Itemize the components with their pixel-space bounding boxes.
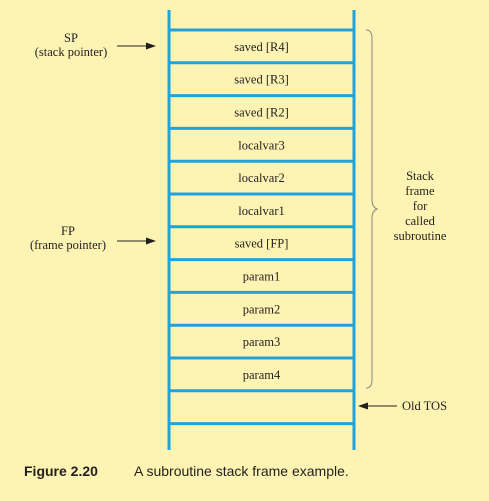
fp-pointer: FP (frame pointer) bbox=[30, 224, 156, 252]
sp-pointer: SP (stack pointer) bbox=[35, 31, 156, 59]
fp-arrow-icon bbox=[146, 237, 156, 245]
brace-label-line: for bbox=[413, 199, 428, 213]
stack-cell-label: saved [FP] bbox=[235, 237, 289, 251]
old-tos-arrow-icon bbox=[358, 402, 368, 410]
sp-sublabel: (stack pointer) bbox=[35, 45, 108, 59]
stack-cell-label: param3 bbox=[243, 335, 280, 349]
figure-caption: Figure 2.20 A subroutine stack frame exam… bbox=[24, 463, 349, 479]
stack-cell-label: param1 bbox=[243, 270, 280, 284]
stack-cell-label: localvar2 bbox=[238, 171, 285, 185]
fp-sublabel: (frame pointer) bbox=[30, 238, 106, 252]
stack-cell-label: saved [R3] bbox=[234, 73, 289, 87]
sp-label: SP bbox=[64, 31, 78, 45]
stack-cell-label: localvar3 bbox=[238, 138, 285, 152]
stack-cell-label: localvar1 bbox=[238, 204, 285, 218]
old-tos-label: Old TOS bbox=[402, 399, 447, 413]
figure-number: Figure 2.20 bbox=[24, 463, 98, 479]
stack-cell-label: saved [R2] bbox=[234, 106, 289, 120]
brace-label: Stack frame for called subroutine bbox=[394, 169, 447, 243]
stack-cell-label: param2 bbox=[243, 302, 280, 316]
stack-frame-brace bbox=[365, 29, 379, 389]
stack-cells: saved [R4] saved [R3] saved [R2] localvar3 l… bbox=[169, 28, 354, 426]
stack-cell-label: param4 bbox=[243, 368, 281, 382]
old-tos-pointer: Old TOS bbox=[358, 399, 447, 413]
stack-cell-label: saved [R4] bbox=[234, 40, 289, 54]
brace-label-line: subroutine bbox=[394, 229, 447, 243]
figure-caption-text: A subroutine stack frame example. bbox=[134, 463, 349, 479]
fp-label: FP bbox=[61, 224, 75, 238]
brace-label-line: called bbox=[405, 214, 436, 228]
brace-label-line: Stack bbox=[406, 169, 435, 183]
sp-arrow-icon bbox=[146, 42, 156, 50]
brace-label-line: frame bbox=[405, 184, 435, 198]
